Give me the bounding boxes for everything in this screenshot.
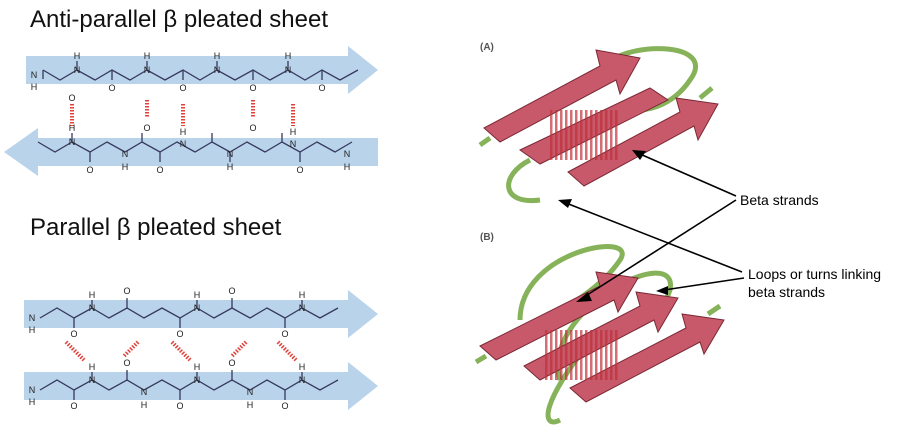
atom-O: O — [179, 83, 186, 93]
loop-a-bottom — [506, 157, 541, 204]
hbonds-parallel — [64, 340, 298, 362]
atom-N: N — [29, 313, 36, 323]
atom-N: N — [299, 375, 306, 385]
atom-O: O — [123, 286, 130, 296]
atom-H: H — [214, 51, 221, 61]
strand-b1 — [479, 271, 639, 361]
backbone-antiparallel-top — [42, 61, 359, 81]
atom-N: N — [285, 65, 292, 75]
atom-H: H — [144, 51, 151, 61]
atom-N: N — [299, 303, 306, 313]
atom-H: H — [285, 51, 292, 61]
atom-H: H — [299, 290, 306, 300]
atom-O: O — [296, 165, 303, 175]
loops-label-line1: Loops or turns linking — [748, 266, 882, 282]
atom-O: O — [176, 401, 183, 411]
panel-a-tag: (A) — [480, 42, 494, 53]
atom-O: O — [70, 329, 77, 339]
pointer-beta-1 — [639, 153, 737, 197]
atom-H: H — [299, 362, 306, 372]
atom-O: O — [86, 165, 93, 175]
atom-H: H — [194, 290, 201, 300]
atom-H: H — [227, 162, 234, 172]
atom-H: H — [29, 397, 36, 407]
atom-H: H — [89, 362, 96, 372]
atom-N: N — [89, 375, 96, 385]
atom-N: N — [214, 65, 221, 75]
atom-O: O — [228, 286, 235, 296]
ribbon-panel-a — [478, 46, 719, 204]
atom-O: O — [228, 358, 235, 368]
ribbon-panel-b — [474, 244, 725, 425]
pointer-loop-1 — [565, 202, 743, 273]
atom-H: H — [194, 362, 201, 372]
strand-a3 — [567, 97, 719, 187]
loops-label-line2: beta strands — [748, 284, 826, 300]
atom-O: O — [123, 358, 130, 368]
atom-labels-parallel-lower: H N O H N O H N N H O N H O N H O — [29, 358, 306, 411]
strand-arrow-right-lower — [24, 362, 378, 410]
atom-O: O — [176, 329, 183, 339]
loops-label: Loops or turns linking beta strands — [748, 265, 881, 301]
beta-strands-label: Beta strands — [740, 192, 819, 208]
atom-N: N — [69, 137, 76, 147]
hbond-hatch-a — [548, 110, 618, 160]
atom-O: O — [156, 165, 163, 175]
atom-H: H — [344, 162, 351, 172]
atom-H: H — [69, 123, 76, 133]
atom-H: H — [180, 127, 187, 137]
antiparallel-title: Anti-parallel β pleated sheet — [30, 6, 328, 33]
atom-labels-antiparallel-bottom: H N O H N O H N O N H O N H O N H — [69, 123, 351, 175]
atom-N: N — [74, 65, 81, 75]
atom-N: N — [227, 149, 234, 159]
atom-H: H — [29, 325, 36, 335]
atom-O: O — [281, 401, 288, 411]
atom-H: H — [290, 127, 297, 137]
atom-O: O — [249, 83, 256, 93]
atom-O: O — [108, 83, 115, 93]
atom-N: N — [344, 149, 351, 159]
atom-N: N — [180, 139, 187, 149]
atom-H: H — [141, 400, 148, 410]
atom-labels-parallel-upper: H N O H N O H N N H O O O — [29, 286, 306, 339]
atom-N: N — [290, 139, 297, 149]
atom-H: H — [247, 400, 254, 410]
atom-N: N — [247, 387, 254, 397]
atom-H: H — [31, 82, 38, 92]
backbone-antiparallel-bottom — [37, 133, 353, 162]
atom-N: N — [144, 65, 151, 75]
atom-O: O — [249, 123, 256, 133]
hbonds-antiparallel — [70, 100, 295, 126]
atom-H: H — [122, 162, 129, 172]
atom-N: N — [29, 385, 36, 395]
atom-H: H — [74, 51, 81, 61]
atom-N: N — [194, 375, 201, 385]
panel-b-tag: (B) — [480, 232, 494, 243]
atom-N: N — [122, 149, 129, 159]
atom-labels-antiparallel-top: H N H N H N H N N H O O O O O — [31, 51, 326, 103]
strand-a1 — [483, 49, 641, 143]
strand-arrow-right-upper — [24, 290, 378, 338]
atom-O: O — [318, 83, 325, 93]
pointer-loop-2 — [663, 277, 745, 291]
atom-N: N — [31, 70, 38, 80]
backbone-parallel-lower — [39, 370, 339, 400]
atom-N: N — [141, 387, 148, 397]
backbone-parallel-upper — [39, 298, 339, 328]
atom-N: N — [194, 303, 201, 313]
atom-H: H — [89, 290, 96, 300]
atom-O: O — [70, 401, 77, 411]
pointer-beta-2 — [583, 199, 737, 298]
annotation-arrows — [558, 150, 745, 302]
atom-N: N — [89, 303, 96, 313]
atom-O: O — [143, 123, 150, 133]
strand-arrow-left-bottom — [4, 128, 378, 176]
strand-arrow-right-top — [26, 46, 378, 94]
parallel-title: Parallel β pleated sheet — [30, 214, 282, 241]
atom-O: O — [68, 93, 75, 103]
atom-O: O — [281, 329, 288, 339]
hbond-hatch-b — [545, 330, 620, 380]
